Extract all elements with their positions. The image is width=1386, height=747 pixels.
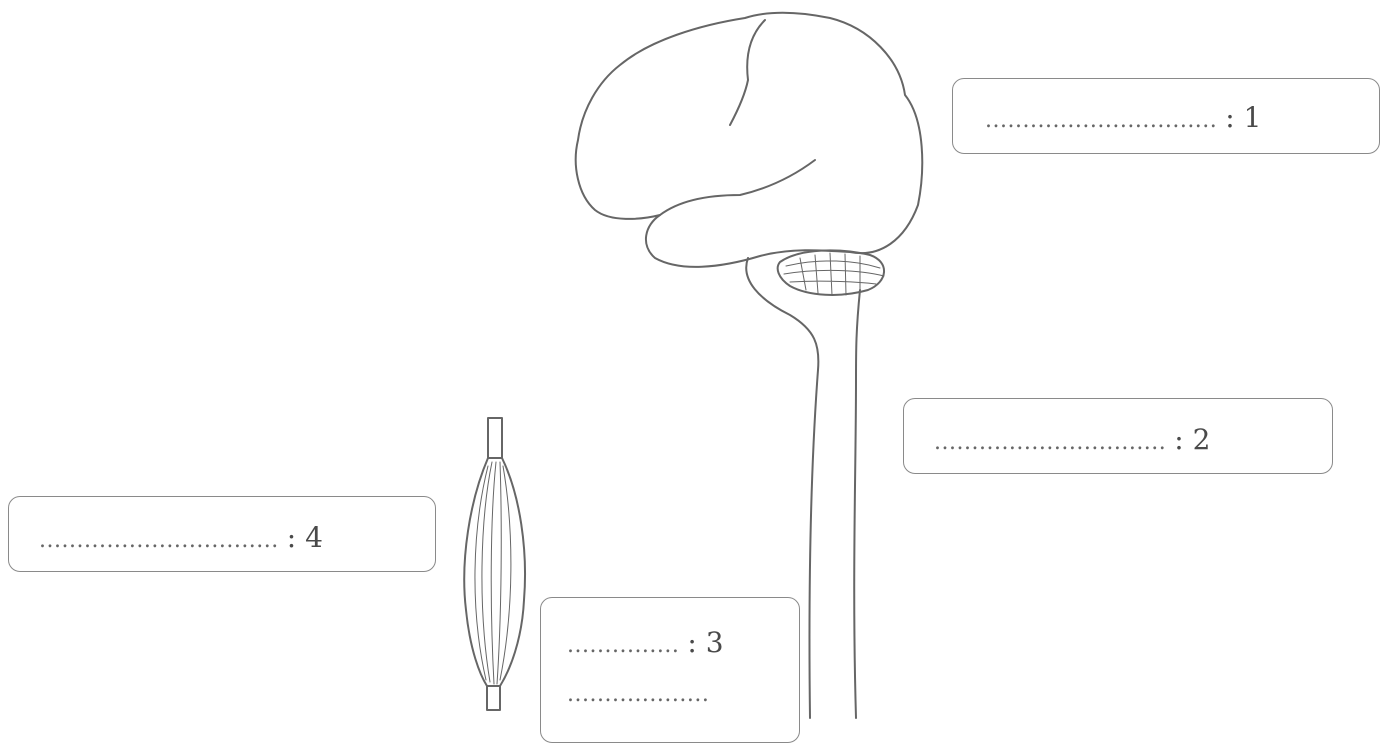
answer-blank: ................................ (39, 528, 279, 553)
central-sulcus (730, 20, 765, 125)
label-number: : 2 (1174, 423, 1210, 456)
label-number: : 3 (687, 626, 723, 659)
answer-blank: ............... (567, 633, 679, 658)
muscle-tendon-bottom (487, 686, 500, 710)
muscle-tendon-top (488, 418, 502, 458)
lateral-sulcus (660, 160, 815, 215)
answer-blank: ............................... (985, 108, 1217, 133)
label-box-3[interactable]: ............... : 3 ................... (540, 597, 800, 743)
answer-blank: ............................... (934, 430, 1166, 455)
label-box-1[interactable]: ............................... : 1 (952, 78, 1380, 154)
label-box-2[interactable]: ............................... : 2 (903, 398, 1333, 474)
label-box-4[interactable]: ................................ : 4 (8, 496, 436, 572)
answer-blank-second-line: ................... (567, 682, 709, 707)
label-number: : 1 (1225, 101, 1261, 134)
muscle-fibers (475, 462, 511, 684)
muscle-belly (464, 458, 525, 686)
label-number: : 4 (287, 521, 323, 554)
